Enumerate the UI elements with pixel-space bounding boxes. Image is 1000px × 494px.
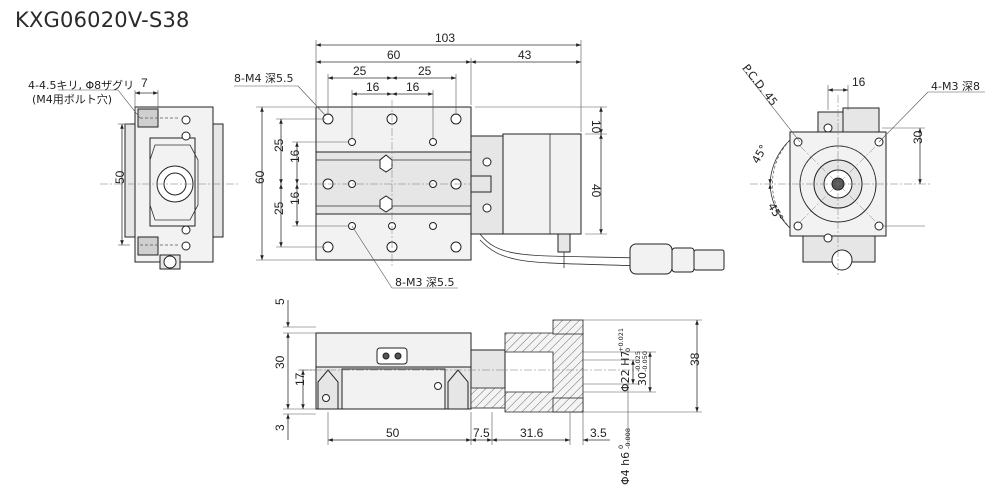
side-hole-note-2: (M4用ボルト穴): [32, 92, 112, 106]
end-view: [741, 67, 985, 275]
top-dim-left-16b: 16: [288, 191, 302, 205]
top-dim-left-25a: 25: [272, 138, 286, 152]
end-pcd: P.C.D. 45: [740, 62, 780, 109]
front-dia-22-group: Φ22 H7 +0.021 0: [617, 328, 632, 392]
side-dim-7: 7: [141, 76, 148, 90]
top-dim-16b: 16: [406, 80, 420, 94]
front-dia-4-tol-upper: 0: [617, 445, 625, 449]
front-dia-22-tol-lower: 0: [624, 348, 632, 352]
front-dim-30-tol-lower: -0.050: [641, 351, 649, 372]
front-dim-30: 30: [273, 355, 287, 369]
top-note-m3: 8-M3 深5.5: [395, 276, 454, 289]
end-angle-a: 45°: [749, 142, 770, 165]
front-dia-22: Φ22 H7: [619, 351, 632, 392]
front-dim-7-5: 7.5: [473, 426, 490, 440]
end-note-m3: 4-M3 深8: [931, 80, 980, 93]
front-dim-30-tol: 30: [636, 372, 649, 386]
top-dim-103: 103: [435, 31, 455, 45]
side-view: [58, 89, 240, 270]
top-dim-43: 43: [518, 48, 532, 62]
front-dim-38: 38: [688, 352, 702, 366]
front-dim-17: 17: [293, 372, 307, 386]
front-view: [283, 300, 702, 445]
front-dia-22-tol-upper: +0.021: [617, 328, 625, 352]
top-dim-left-60: 60: [253, 170, 267, 184]
front-dim-30-tol-group: 30 -0.025 -0.050: [634, 351, 649, 386]
front-dia-4-group: Φ4 h6 0 -0.008: [617, 428, 632, 485]
front-dia-4: Φ4 h6: [619, 452, 632, 485]
top-dim-left-16a: 16: [288, 149, 302, 163]
top-dim-25a: 25: [353, 64, 367, 78]
side-hole-note-1: 4-4.5キリ, Φ8ザグリ: [28, 78, 134, 92]
front-dim-3-5: 3.5: [590, 426, 607, 440]
top-dim-16a: 16: [366, 80, 380, 94]
front-dia-4-tol-lower: -0.008: [624, 428, 632, 449]
front-dim-30-tol-upper: -0.025: [634, 351, 642, 372]
top-view: [234, 40, 725, 289]
end-dim-16: 16: [852, 75, 866, 89]
top-dim-60: 60: [387, 48, 401, 62]
top-dim-left-25b: 25: [272, 201, 286, 215]
side-dim-50: 50: [113, 170, 127, 184]
top-dim-right-40: 40: [589, 184, 603, 198]
front-dim-5: 5: [273, 298, 287, 305]
top-note-m4: 8-M4 深5.5: [234, 72, 293, 85]
end-dim-30: 30: [911, 130, 925, 144]
front-dim-3: 3: [273, 424, 287, 431]
drawing-title: KXG06020V-S38: [15, 8, 190, 32]
top-dim-right-10: 10: [589, 120, 603, 134]
top-dim-25b: 25: [418, 64, 432, 78]
front-dim-50: 50: [386, 426, 400, 440]
front-dim-31-6: 31.6: [520, 426, 544, 440]
